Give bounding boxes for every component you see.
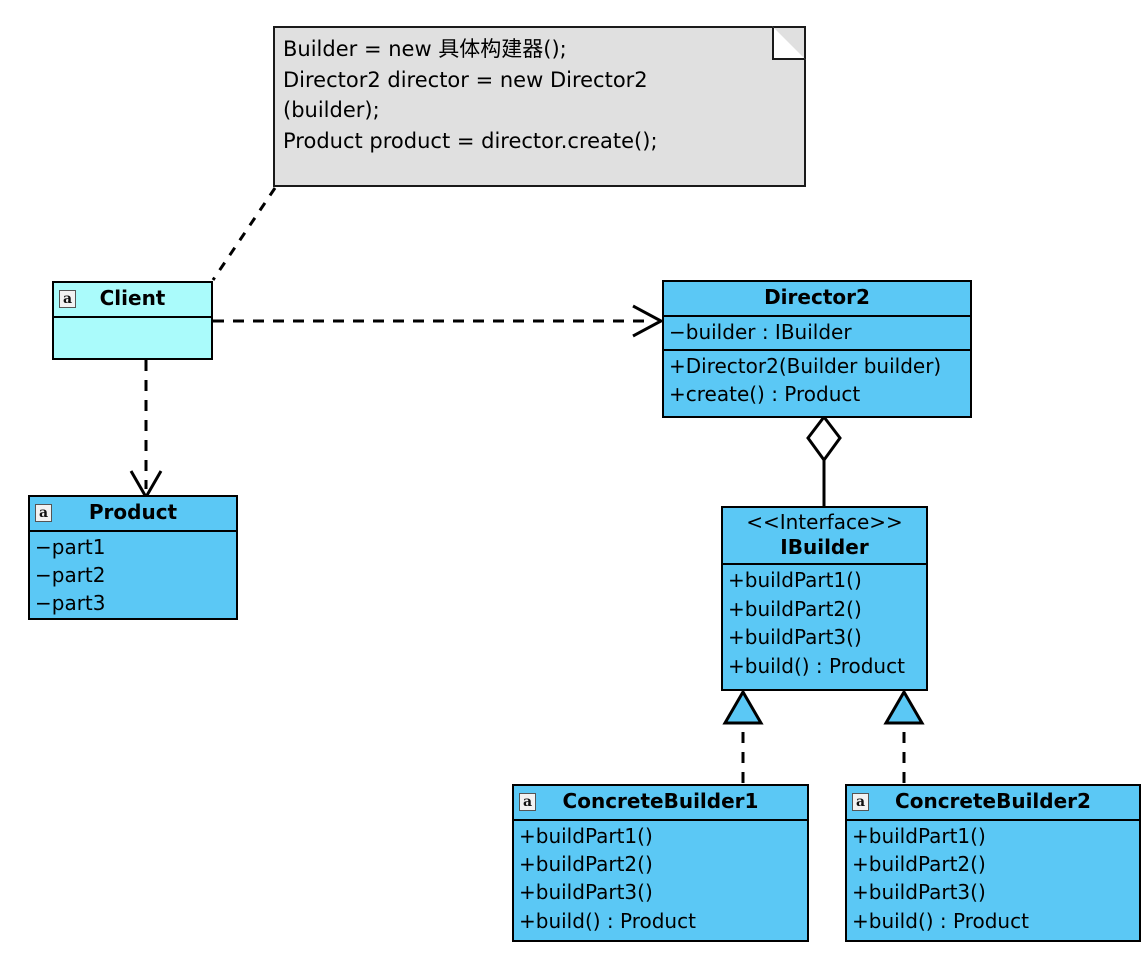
class-name-client: Client xyxy=(99,286,166,310)
class-box-concretebuilder2[interactable]: a ConcreteBuilder2 +buildPart1() +buildP… xyxy=(845,784,1141,942)
operation-row: +create() : Product xyxy=(669,382,861,407)
class-operations-concretebuilder2: +buildPart1() +buildPart2() +buildPart3(… xyxy=(847,821,1139,939)
class-box-product[interactable]: a Product −part1 −part2 −part3 xyxy=(28,495,238,620)
note-text: Builder = new 具体构建器(); Director2 directo… xyxy=(283,37,658,153)
operation-row: +Director2(Builder builder) xyxy=(669,353,942,378)
class-box-concretebuilder1[interactable]: a ConcreteBuilder1 +buildPart1() +buildP… xyxy=(512,784,809,942)
class-box-director2[interactable]: Director2 −builder : IBuilder +Director2… xyxy=(662,280,972,418)
attribute-row: −part2 xyxy=(35,562,106,587)
operation-row: +buildPart2() xyxy=(519,851,653,876)
class-badge-icon: a xyxy=(852,793,869,812)
realization-triangle-concretebuilder2 xyxy=(883,689,925,725)
class-box-ibuilder[interactable]: <<Interface>> IBuilder +buildPart1() +bu… xyxy=(721,506,928,691)
operation-row: +buildPart3() xyxy=(728,625,862,650)
class-header-product: a Product xyxy=(30,497,236,532)
connector-note-to-client xyxy=(211,187,277,281)
realization-triangle-concretebuilder1 xyxy=(722,689,764,725)
class-name-director2: Director2 xyxy=(764,285,870,309)
class-header-director2: Director2 xyxy=(664,282,970,317)
class-name-concretebuilder2: ConcreteBuilder2 xyxy=(895,789,1091,813)
class-header-concretebuilder2: a ConcreteBuilder2 xyxy=(847,786,1139,821)
class-header-concretebuilder1: a ConcreteBuilder1 xyxy=(514,786,807,821)
class-badge-icon: a xyxy=(35,504,52,523)
class-operations-concretebuilder1: +buildPart1() +buildPart2() +buildPart3(… xyxy=(514,821,807,939)
class-attributes-product: −part1 −part2 −part3 xyxy=(30,532,236,621)
class-operations-director2: +Director2(Builder builder) +create() : … xyxy=(664,351,970,412)
operation-row: +build() : Product xyxy=(519,908,696,933)
operation-row: +buildPart1() xyxy=(852,823,986,848)
note-comment: Builder = new 具体构建器(); Director2 directo… xyxy=(273,26,806,187)
attribute-row: −part3 xyxy=(35,591,106,616)
attribute-row: −builder : IBuilder xyxy=(669,319,852,344)
class-header-ibuilder: <<Interface>> IBuilder xyxy=(723,508,926,566)
operation-row: +buildPart1() xyxy=(519,823,653,848)
attribute-row: −part1 xyxy=(35,534,106,559)
class-badge-icon: a xyxy=(59,290,76,309)
class-attributes-director2: −builder : IBuilder xyxy=(664,317,970,351)
stereotype-label: <<Interface>> xyxy=(746,510,903,534)
arrowhead-open-director2 xyxy=(632,304,665,338)
operation-row: +build() : Product xyxy=(852,908,1029,933)
class-body-client xyxy=(54,318,211,358)
class-name-product: Product xyxy=(88,500,178,524)
operation-row: +build() : Product xyxy=(728,653,905,678)
class-name-ibuilder: IBuilder xyxy=(780,535,869,560)
operation-row: +buildPart2() xyxy=(728,596,862,621)
class-badge-icon: a xyxy=(519,793,536,812)
class-name-concretebuilder1: ConcreteBuilder1 xyxy=(562,789,759,813)
operation-row: +buildPart1() xyxy=(728,568,862,593)
operation-row: +buildPart2() xyxy=(852,851,986,876)
class-header-client: a Client xyxy=(54,283,211,318)
operation-row: +buildPart3() xyxy=(519,880,653,905)
class-box-client[interactable]: a Client xyxy=(52,281,213,360)
arrowhead-open-product xyxy=(129,470,163,501)
aggregation-diamond xyxy=(806,414,842,463)
operation-row: +buildPart3() xyxy=(852,880,986,905)
class-operations-ibuilder: +buildPart1() +buildPart2() +buildPart3(… xyxy=(723,565,926,683)
